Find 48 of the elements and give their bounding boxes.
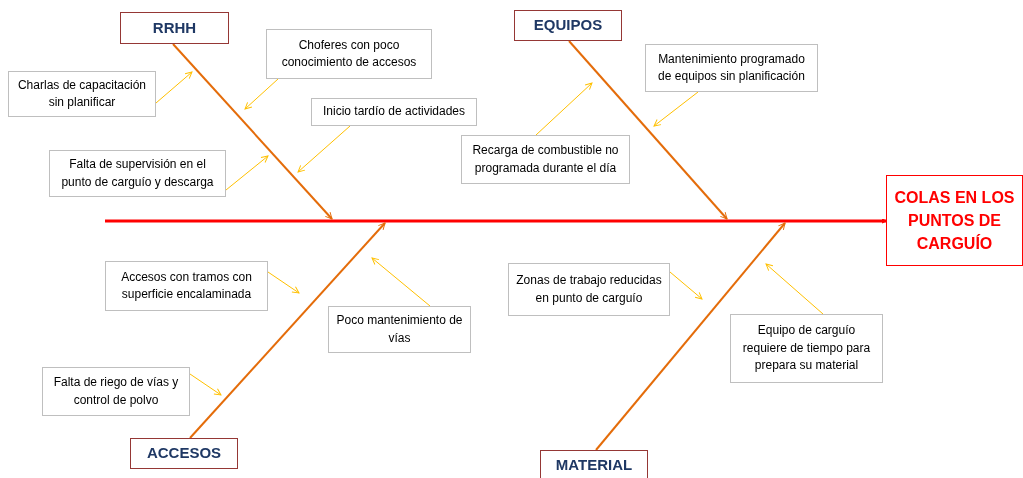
- category-box: [120, 12, 229, 44]
- cause-arrow: [155, 71, 193, 104]
- cause-arrow: [244, 78, 279, 110]
- category-box: [130, 438, 238, 469]
- node-text: ACCESOS: [146, 443, 222, 464]
- node-text: Mantenimiento programado de equipos sin planificación: [657, 50, 806, 85]
- node-text: Equipo de carguío requiere de tiempo para prepara su material: [741, 322, 872, 375]
- cause-arrow: [371, 257, 431, 307]
- node-text: Falta de supervisión en el punto de carguío y descarga: [60, 156, 215, 191]
- cause-arrow: [669, 271, 703, 300]
- node-text: Choferes con poco conocimiento de accesos: [280, 36, 418, 71]
- cause-arrow: [189, 373, 222, 396]
- effect-box: [886, 175, 1023, 266]
- cause-box: [266, 29, 432, 79]
- node-text: Accesos con tramos con superficie encalaminada: [120, 268, 253, 303]
- cause-box: [508, 263, 670, 316]
- node-text: Charlas de capacitación sin planificar: [16, 76, 148, 111]
- category-box: [514, 10, 622, 41]
- cause-arrow: [653, 91, 699, 127]
- cause-arrow: [535, 82, 593, 136]
- cause-box: [49, 150, 226, 197]
- cause-arrow: [267, 271, 300, 294]
- node-text: EQUIPOS: [533, 15, 603, 36]
- cause-box: [730, 314, 883, 383]
- cause-arrow: [765, 263, 824, 315]
- node-text: Falta de riego de vías y control de polvo: [52, 374, 180, 409]
- cause-box: [645, 44, 818, 92]
- bone-arrow: [595, 222, 786, 451]
- node-text: Poco mantenimiento de vías: [335, 312, 464, 347]
- cause-box: [311, 98, 477, 126]
- bone-arrow: [172, 43, 333, 220]
- bone-arrow: [189, 222, 386, 439]
- cause-box: [461, 135, 630, 184]
- bone-arrow: [568, 40, 728, 220]
- cause-box: [328, 306, 471, 353]
- spine-arrow: [105, 218, 887, 224]
- cause-arrow: [297, 125, 351, 173]
- cause-box: [105, 261, 268, 311]
- node-text: Recarga de combustible no programada durante el día: [471, 142, 620, 177]
- cause-arrow: [225, 155, 269, 191]
- node-text: Inicio tardío de actividades: [322, 103, 466, 121]
- node-text: MATERIAL: [555, 454, 633, 475]
- node-text: RRHH: [152, 17, 197, 38]
- node-text: Zonas de trabajo reducidas en punto de carguío: [515, 272, 663, 307]
- cause-box: [8, 71, 156, 117]
- cause-box: [42, 367, 190, 416]
- node-text: COLAS EN LOS PUNTOS DE CARGUÍO: [893, 187, 1016, 255]
- category-box: [540, 450, 648, 478]
